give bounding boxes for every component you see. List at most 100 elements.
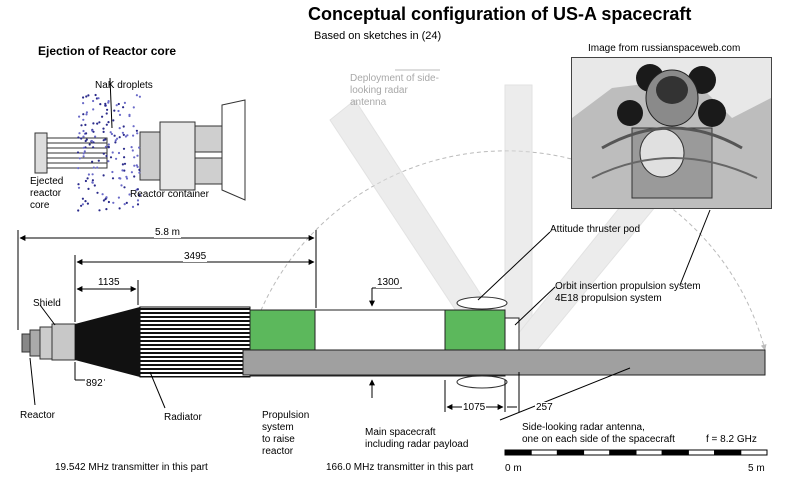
nak-droplet — [105, 208, 108, 211]
scale-segment — [556, 449, 585, 456]
nak-droplet — [98, 121, 101, 124]
reactor-tip — [21, 326, 53, 360]
nak-droplet — [136, 188, 139, 191]
nak-droplet — [93, 184, 96, 187]
nak-droplet — [105, 123, 108, 126]
nak-droplet — [85, 113, 88, 116]
nak-droplet — [105, 154, 108, 158]
nak-droplet — [118, 207, 121, 210]
nak-droplet — [121, 163, 124, 166]
nak-droplet — [138, 146, 141, 149]
nak-droplet — [112, 201, 115, 204]
nak-droplet — [97, 159, 100, 162]
nak-droplet — [92, 108, 95, 111]
nak-droplet — [92, 146, 95, 149]
nak-droplet — [77, 183, 80, 186]
nak-droplet — [94, 135, 97, 138]
nak-droplet — [85, 111, 88, 114]
nak-droplet — [128, 193, 131, 196]
nak-droplet — [101, 193, 104, 196]
nak-droplet — [91, 181, 94, 184]
nak-droplet — [107, 101, 110, 104]
scale-segment — [504, 449, 532, 456]
nak-droplet — [116, 137, 119, 140]
nak-droplet — [82, 129, 85, 133]
dim-1075: 1075 — [462, 402, 487, 413]
frequency-label: f = 8.2 GHz — [706, 434, 757, 445]
attitude-pod-label: Attitude thruster pod — [550, 224, 641, 235]
nak-droplet — [133, 175, 136, 178]
nak-droplet — [78, 132, 81, 135]
spacecraft-photo — [571, 57, 772, 209]
nak-droplet — [121, 131, 124, 134]
nak-droplet — [132, 134, 135, 137]
nak-droplet — [117, 109, 120, 113]
scale-bar — [504, 449, 768, 456]
dim-1135: 1135 — [97, 277, 121, 288]
nak-droplet — [85, 138, 88, 141]
nak-droplet — [122, 106, 125, 109]
nak-droplet — [80, 204, 83, 207]
transmitter-166-label: 166.0 MHz transmitter in this part — [326, 462, 474, 473]
nak-droplet — [101, 115, 104, 118]
propulsion-label: Propulsion system to raise reactor — [262, 410, 310, 457]
nak-droplet — [96, 191, 99, 194]
nak-droplet — [110, 132, 113, 136]
nak-droplet — [77, 186, 81, 189]
nak-droplet — [107, 121, 110, 124]
nak-droplet — [115, 104, 118, 107]
nak-droplet — [78, 115, 81, 118]
nak-droplet — [104, 198, 107, 201]
radiator-label: Radiator — [164, 412, 202, 423]
diagram-title: Conceptual configuration of US-A spacecr… — [308, 4, 692, 24]
radiator-cone — [75, 307, 140, 377]
nak-droplet — [123, 169, 126, 172]
nak-droplet — [111, 151, 114, 154]
nak-droplet — [131, 205, 135, 208]
nak-droplet — [90, 139, 93, 143]
nak-droplet — [84, 146, 87, 149]
nak-droplet — [102, 152, 105, 155]
nak-droplet — [123, 101, 126, 104]
nak-droplet — [82, 146, 85, 149]
nak-droplet — [132, 106, 135, 109]
nak-droplet — [102, 174, 105, 177]
nak-droplet — [125, 201, 128, 204]
nak-droplet — [124, 135, 127, 138]
scale-segment — [714, 449, 742, 456]
nak-droplet — [91, 160, 94, 163]
dim-257: 257 — [535, 402, 554, 413]
nak-droplet — [111, 177, 115, 180]
nak-droplet — [84, 179, 87, 183]
nak-droplet — [98, 209, 101, 212]
nak-droplet — [109, 131, 112, 134]
leader-lines — [29, 209, 711, 421]
nak-droplet — [81, 203, 84, 206]
nak-droplet — [130, 171, 133, 174]
radar-antenna — [242, 349, 766, 376]
nak-droplet — [86, 202, 89, 205]
nak-droplet — [138, 194, 141, 197]
nak-droplet — [104, 102, 107, 105]
nak-droplet — [92, 122, 95, 125]
nak-droplet — [107, 200, 110, 204]
nak-droplet — [132, 125, 135, 128]
nak-droplet — [113, 109, 116, 112]
nak-droplet — [135, 129, 138, 132]
nak-droplet — [118, 177, 121, 180]
nak-droplet — [105, 112, 108, 115]
nak-droplet — [107, 146, 110, 149]
nak-droplet — [92, 141, 95, 144]
nak-droplet — [81, 197, 84, 200]
dim-3495: 3495 — [183, 251, 208, 262]
nak-droplet — [138, 171, 141, 174]
radiator-body — [139, 306, 251, 378]
nak-droplet — [114, 139, 117, 142]
nak-droplet — [120, 184, 123, 187]
nak-droplet — [77, 136, 80, 139]
orbit-insertion-label: Orbit insertion propulsion system 4E18 p… — [555, 281, 701, 304]
nak-droplet — [85, 95, 88, 98]
nak-droplet — [112, 119, 115, 122]
nak-droplet — [125, 175, 128, 178]
